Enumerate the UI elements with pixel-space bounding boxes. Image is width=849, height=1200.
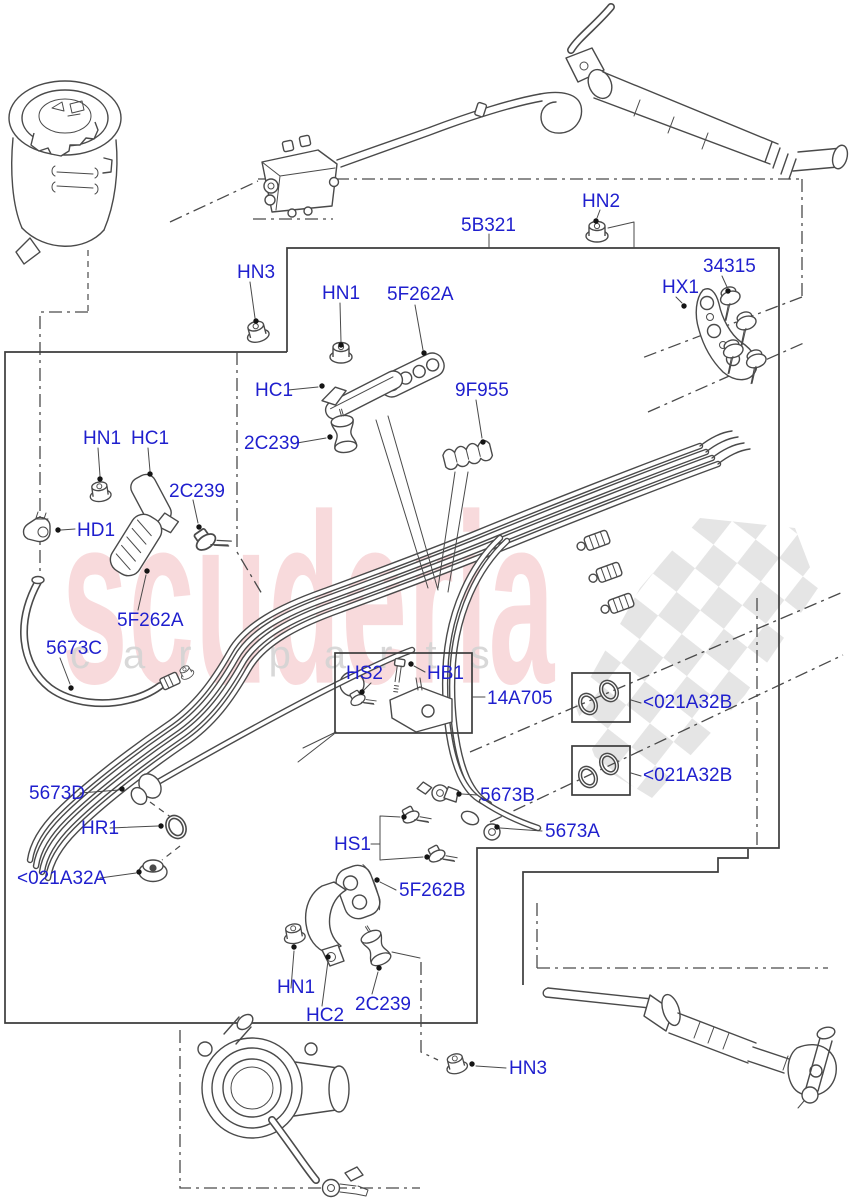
hd1-clip [22,511,51,543]
left-hoses [20,575,416,883]
part-label-5673a[interactable]: 5673A [545,821,600,842]
oring-kit-boxes [571,672,631,796]
pump-drawing [197,1013,369,1198]
part-label-hc1-left[interactable]: HC1 [131,428,169,449]
steering-rack-drawing [336,3,849,180]
part-labels: HN3 HN1 5F262A HC1 2C239 5B321 HN2 34315… [17,191,756,1079]
part-label-hd1[interactable]: HD1 [77,520,115,541]
14a705-box [334,652,473,734]
leader-lines [55,209,731,1069]
steering-gear-drawing [542,987,837,1109]
part-label-021a32a[interactable]: <021A32A [17,868,107,889]
part-label-hs1[interactable]: HS1 [334,834,371,855]
part-label-hn3-top[interactable]: HN3 [237,262,275,283]
part-label-hc1-top[interactable]: HC1 [255,380,293,401]
grommet-021a32a [138,859,168,883]
part-label-5f262a-left[interactable]: 5F262A [117,610,184,631]
part-label-5673c[interactable]: 5673C [46,638,102,659]
part-label-hr1[interactable]: HR1 [81,818,119,839]
part-label-5673d[interactable]: 5673D [29,783,85,804]
reservoir-drawing [8,80,122,265]
steering-gear-box [522,849,749,985]
hc2-strap [304,881,347,967]
part-label-hn3-bottom[interactable]: HN3 [509,1058,547,1079]
part-label-2c239-left[interactable]: 2C239 [169,481,225,502]
lower-middle-parts [281,781,470,1077]
5f262b-pad [335,864,381,920]
5673b-clip [416,781,459,803]
part-label-2c239-mid[interactable]: 2C239 [244,433,300,454]
frame-lines [4,178,844,1189]
part-label-34315[interactable]: 34315 [703,256,756,277]
part-label-hn1-bottom[interactable]: HN1 [277,977,315,998]
part-label-021a32b-2[interactable]: <021A32B [643,765,732,786]
part-label-5b321[interactable]: 5B321 [461,215,516,236]
part-label-hn1-top[interactable]: HN1 [322,283,360,304]
part-label-14a705[interactable]: 14A705 [487,688,553,709]
hx1-bracket [695,288,758,381]
part-label-021a32b-1[interactable]: <021A32B [643,692,732,713]
part-label-5673b[interactable]: 5673B [480,785,535,806]
part-label-hs2[interactable]: HS2 [346,663,383,684]
part-label-hc2[interactable]: HC2 [306,1005,344,1026]
part-label-5f262a-top[interactable]: 5F262A [387,284,454,305]
part-label-hx1[interactable]: HX1 [662,277,699,298]
5f262a-left-pad [109,513,163,577]
part-label-hn1-left[interactable]: HN1 [83,428,121,449]
part-label-2c239-bottom[interactable]: 2C239 [355,994,411,1015]
steering-valve-drawing [261,134,340,218]
part-label-hn2[interactable]: HN2 [582,191,620,212]
part-label-9f955[interactable]: 9F955 [455,380,509,401]
part-label-5f262b[interactable]: 5F262B [399,880,466,901]
part-label-hb1[interactable]: HB1 [427,663,464,684]
left-parts [22,220,773,577]
checkered-flag [575,518,818,798]
main-group-box [4,247,780,1024]
